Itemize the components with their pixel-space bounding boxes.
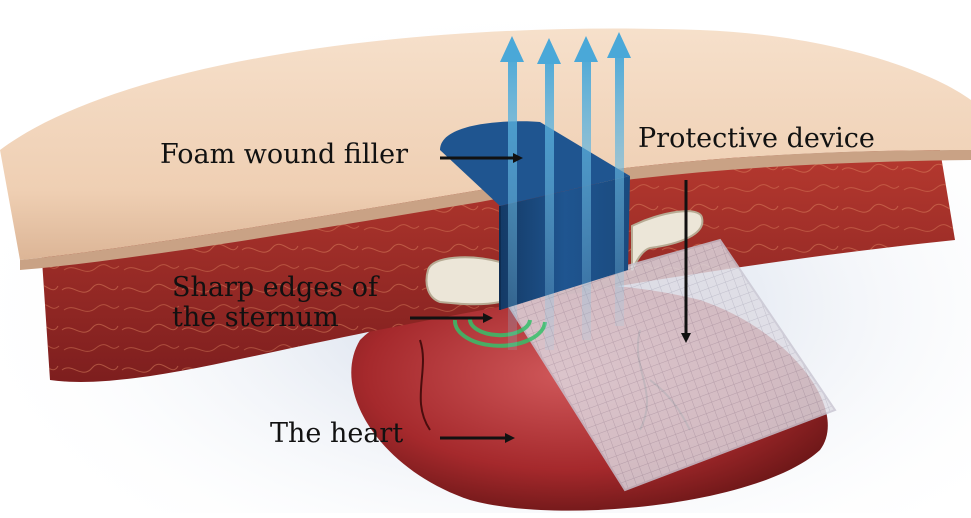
label-sharp-edges-line2: the sternum — [172, 303, 378, 333]
label-sharp-edges-line1: Sharp edges of — [172, 273, 378, 303]
label-the-heart: The heart — [270, 419, 403, 449]
label-sharp-edges-of-sternum: Sharp edges of the sternum — [172, 273, 378, 333]
label-foam-wound-filler: Foam wound filler — [160, 140, 408, 170]
label-protective-device: Protective device — [638, 124, 875, 154]
